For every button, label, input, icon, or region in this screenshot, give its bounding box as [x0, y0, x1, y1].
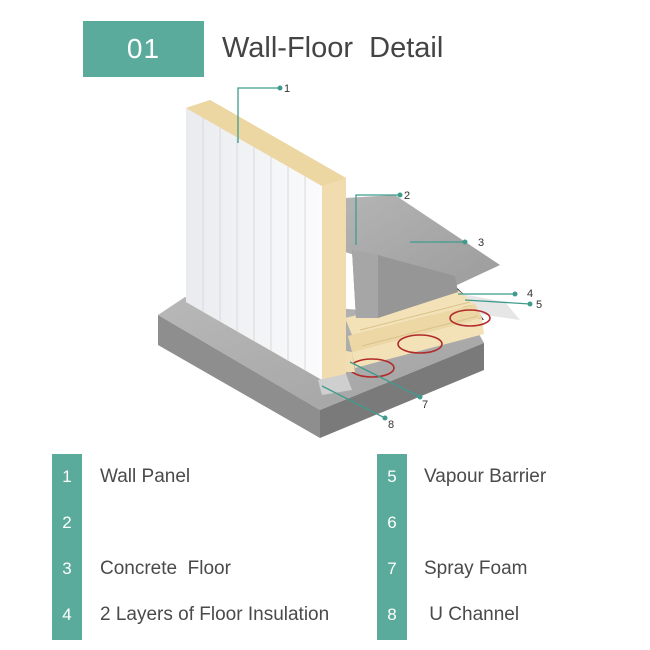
- legend-label: Spray Foam: [424, 558, 528, 579]
- legend-label: Vapour Barrier: [424, 466, 547, 487]
- legend-label: U Channel: [424, 604, 520, 625]
- callout-4: 4: [527, 288, 533, 300]
- heating-pipes: [349, 309, 491, 378]
- legend-number: 8: [387, 605, 397, 624]
- legend-label: Wall Panel: [100, 466, 191, 487]
- floor-insulation-layers: [345, 290, 484, 368]
- legend-number: 5: [387, 467, 397, 486]
- callout-7: 7: [422, 399, 428, 411]
- page-title: Wall-Floor Detail: [222, 32, 444, 64]
- legend-label: 2 Layers of Floor Insulation: [100, 604, 330, 625]
- callout-numbers: 1 2 3 4 5 7 8: [284, 83, 542, 431]
- wall-panel: [186, 100, 346, 380]
- callout-3: 3: [478, 237, 484, 249]
- callout-1: 1: [284, 83, 290, 95]
- callout-dots: [277, 85, 533, 421]
- legend-number: 1: [62, 467, 72, 486]
- callout-leaders: [237, 87, 531, 419]
- u-channel: [318, 374, 352, 395]
- legend-label: Concrete Floor: [100, 558, 231, 579]
- callout-8: 8: [388, 419, 394, 431]
- legend-number: 4: [62, 605, 72, 624]
- callout-2: 2: [404, 190, 410, 202]
- legend-number: 6: [387, 513, 397, 532]
- section-number-badge: 01: [83, 21, 204, 77]
- legend-right-bar: [377, 454, 407, 640]
- legend-number: 3: [62, 559, 72, 578]
- legend-left-bar: [52, 454, 82, 640]
- concrete-floor: [345, 195, 500, 318]
- legend-number: 2: [62, 513, 72, 532]
- legend-number: 7: [387, 559, 397, 578]
- callout-5: 5: [536, 299, 542, 311]
